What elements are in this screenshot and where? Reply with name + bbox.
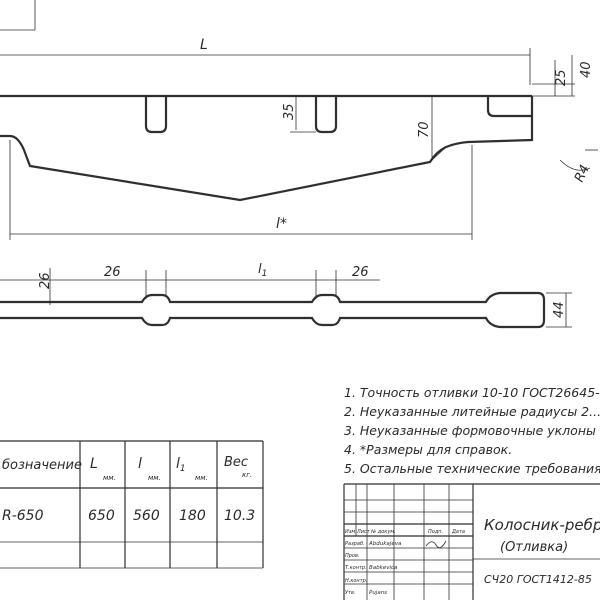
td-L: 650 — [88, 508, 115, 524]
dim-25: 25 — [554, 69, 569, 86]
dim-26-left: 26 — [38, 272, 53, 289]
dim-L: L — [200, 37, 208, 53]
top-view: 26 26 l1 26 44 — [0, 262, 572, 329]
col-sign: Подп. — [428, 529, 443, 535]
name-developer: Abdukajeva — [368, 541, 402, 547]
bar-outline — [0, 96, 534, 202]
dim-44: 44 — [552, 301, 567, 318]
r4-leader — [559, 159, 591, 171]
material-spec: СЧ20 ГОСТ1412-85 — [484, 573, 592, 586]
th-L-unit: мм. — [103, 474, 116, 482]
role-razrab: Разраб. — [345, 541, 365, 547]
td-l: 560 — [133, 508, 160, 524]
col-date: Дата — [451, 529, 465, 535]
th-l1-unit: мм. — [195, 474, 208, 482]
th-l: l — [138, 456, 142, 472]
front-view: L 25 40 35 70 R4 l* — [0, 37, 598, 240]
dim-40: 40 — [579, 61, 594, 78]
note-3: 3. Неуказанные формовочные уклоны по ГОС… — [344, 423, 600, 438]
th-l1: l1 — [176, 456, 186, 474]
dim-l1: l1 — [258, 262, 267, 279]
role-tkontr: Т.контр. — [345, 565, 367, 571]
note-2: 2. Неуказанные литейные радиусы 2...6 мм… — [344, 404, 600, 419]
name-approver: Pujans — [369, 590, 387, 596]
td-designation: R-650 — [2, 508, 44, 524]
corner-frame — [0, 0, 36, 31]
note-5: 5. Остальные технические требования по Т… — [344, 461, 600, 476]
drawing-subtitle: (Отливка) — [500, 540, 568, 555]
boss-left — [144, 96, 168, 134]
col-izm: Изм. — [345, 529, 357, 535]
dim-l-star: l* — [276, 216, 287, 232]
dim-26-right: 26 — [352, 265, 369, 280]
th-l-unit: мм. — [148, 474, 161, 482]
note-4: 4. *Размеры для справок. — [344, 442, 512, 457]
th-designation: бозначение — [2, 458, 82, 473]
col-doc: № докум. — [370, 529, 396, 535]
bar-top-view-outline — [0, 291, 546, 329]
dim-70: 70 — [417, 121, 432, 138]
dim-26-mid: 26 — [104, 265, 121, 280]
name-tkontr: Babkevica — [369, 565, 398, 571]
col-list: Лист — [356, 529, 371, 535]
spec-table: бозначение L мм. l мм. l1 мм. Вес кг. R-… — [0, 440, 264, 569]
drawing-title: Колосник-ребро — [484, 516, 600, 534]
dim-R4: R4 — [572, 163, 593, 185]
th-weight: Вес — [224, 455, 248, 470]
role-prov: Пров. — [345, 553, 360, 559]
th-L: L — [90, 456, 98, 472]
signature-mark — [425, 540, 447, 549]
dim-35: 35 — [282, 103, 297, 120]
title-block: Изм. Лист № докум. Подп. Дата Разраб. Пр… — [343, 483, 600, 600]
note-1: 1. Точность отливки 10-10 ГОСТ26645-85. — [344, 385, 600, 400]
boss-middle — [314, 96, 338, 134]
role-nkontr: Н.контр. — [345, 578, 367, 584]
role-utv: Утв. — [345, 590, 356, 596]
td-weight: 10.3 — [224, 508, 255, 524]
technical-notes: 1. Точность отливки 10-10 ГОСТ26645-85. … — [344, 385, 600, 476]
th-weight-unit: кг. — [242, 471, 252, 479]
boss-right — [486, 96, 532, 118]
td-l1: 180 — [179, 508, 206, 524]
